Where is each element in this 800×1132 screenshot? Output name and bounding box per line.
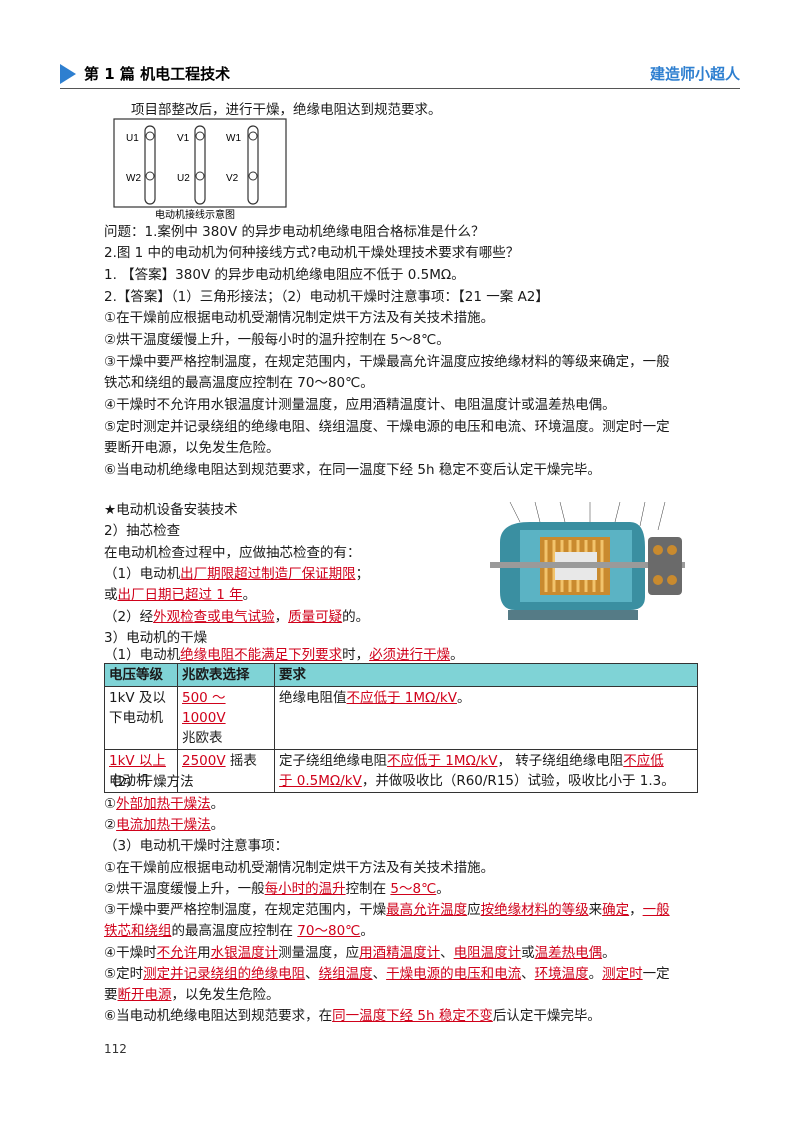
answer-1: 1. 【答案】380V 的异步电动机绝缘电阻应不低于 0.5MΩ。 [104,267,465,283]
section-title: ★电动机设备安装技术 [104,502,238,518]
subsection-intro: 在电动机检查过程中，应做抽芯检查的有： [104,545,361,561]
table-cell-requirement: 定子绕组绝缘电阻不应低于 1MΩ/kV， 转子绕组绝缘电阻不应低于 0.5MΩ/… [274,749,698,793]
link-bar-3 [247,125,259,205]
drying-method-1: ①外部加热干燥法。 [104,796,225,812]
condition-2: （2）经外观检查或电气试验，质量可疑的。 [104,609,370,625]
table-header-cell: 电压等级 [104,663,178,687]
table-cell-voltage: 1kV 及以下电动机 [104,686,178,750]
drying-note-3b: 铁芯和绕组的最高温度应控制在 70～80℃。 [104,923,374,939]
page-number: 112 [104,1042,127,1056]
answer-item: ③干燥中要严格控制温度，在规定范围内，干燥最高允许温度应按绝缘材料的等级来确定，… [104,354,670,370]
answer-item: 铁芯和绕组的最高温度应控制在 70～80℃。 [104,375,374,391]
header-divider [60,88,740,89]
terminal-label: U1 [126,133,139,144]
header-title: 第 1 篇 机电工程技术 [84,65,231,83]
question-2: 2.图 1 中的电动机为何种接线方式?电动机干燥处理技术要求有哪些？ [104,245,520,261]
wiring-diagram: U1 V1 W1 W2 U2 V2 电动机接线示意图 [113,118,287,221]
subsection-title: 3）电动机的干燥 [104,630,208,646]
drying-note-3: ③干燥中要严格控制温度，在规定范围内，干燥最高允许温度应按绝缘材料的等级来确定，… [104,902,670,918]
condition-1: （1）电动机出厂期限超过制造厂保证期限； [104,566,370,582]
table-header-row: 电压等级 兆欧表选择 要求 [104,663,698,687]
drying-requirement: （1）电动机绝缘电阻不能满足下列要求时，必须进行干燥。 [104,647,464,663]
table-cell-requirement: 绝缘电阻值不应低于 1MΩ/kV。 [274,686,698,750]
condition-1b: 或出厂日期已超过 1 年。 [104,587,257,603]
table-cell-voltage: 1kV 以上电动机 [104,749,178,793]
terminal-label: W2 [126,173,141,184]
question-1: 问题：1.案例中 380V 的异步电动机绝缘电阻合格标准是什么？ [104,224,485,240]
subsection-title: 2）抽芯检查 [104,523,181,539]
header-brand: 建造师小超人 [649,65,740,83]
answer-2: 2.【答案】（1）三角形接法；（2）电动机干燥时注意事项：【21 一案 A2】 [104,289,549,305]
diagram-caption: 电动机接线示意图 [155,208,235,221]
answer-item: 要断开电源，以免发生危险。 [104,440,280,456]
table-row: 1kV 以上电动机 2500V 摇表 定子绕组绝缘电阻不应低于 1MΩ/kV， … [104,749,698,793]
terminal-label: W1 [226,133,241,144]
drying-method-2: ②电流加热干燥法。 [104,817,225,833]
answer-item: ⑥当电动机绝缘电阻达到规范要求，在同一温度下经 5h 稳定不变后认定干燥完毕。 [104,462,601,478]
drying-note-1: ①在干燥前应根据电动机受潮情况制定烘干方法及有关技术措施。 [104,860,495,876]
table-header-cell: 要求 [274,663,698,687]
terminal-label: U2 [177,173,190,184]
table-cell-megger: 2500V 摇表 [177,749,275,793]
answer-item: ②烘干温度缓慢上升，一般每小时的温升控制在 5～8℃。 [104,332,450,348]
drying-note-5: ⑤定时测定并记录绕组的绝缘电阻、绕组温度、干燥电源的电压和电流、环境温度。测定时… [104,966,670,982]
drying-notes-title: （3）电动机干燥时注意事项： [104,838,289,854]
answer-item: ⑤定时测定并记录绕组的绝缘电阻、绕组温度、干燥电源的电压和电流、环境温度。测定时… [104,419,670,435]
drying-note-6: ⑥当电动机绝缘电阻达到规范要求，在同一温度下经 5h 稳定不变后认定干燥完毕。 [104,1008,601,1024]
answer-item: ④干燥时不允许用水银温度计测量温度，应用酒精温度计、电阻温度计或温差热电偶。 [104,397,616,413]
terminal-label: V2 [226,173,239,184]
answer-item: ①在干燥前应根据电动机受潮情况制定烘干方法及有关技术措施。 [104,310,495,326]
drying-note-4: ④干燥时不允许用水银温度计测量温度，应用酒精温度计、电阻温度计或温差热电偶。 [104,945,616,961]
link-bar-1 [144,125,156,205]
drying-note-5b: 要断开电源，以免发生危险。 [104,987,280,1003]
link-bar-2 [194,125,206,205]
table-header-cell: 兆欧表选择 [177,663,275,687]
header-triangle-icon [60,64,76,84]
drying-note-2: ②烘干温度缓慢上升，一般每小时的温升控制在 5～8℃。 [104,881,450,897]
page-header: 第 1 篇 机电工程技术 建造师小超人 [60,60,740,90]
terminal-label: V1 [177,133,190,144]
drying-methods-title: （2）干燥方法 [104,774,194,790]
motor-cutaway-image [480,492,698,626]
intro-text: 项目部整改后，进行干燥，绝缘电阻达到规范要求。 [131,102,442,118]
